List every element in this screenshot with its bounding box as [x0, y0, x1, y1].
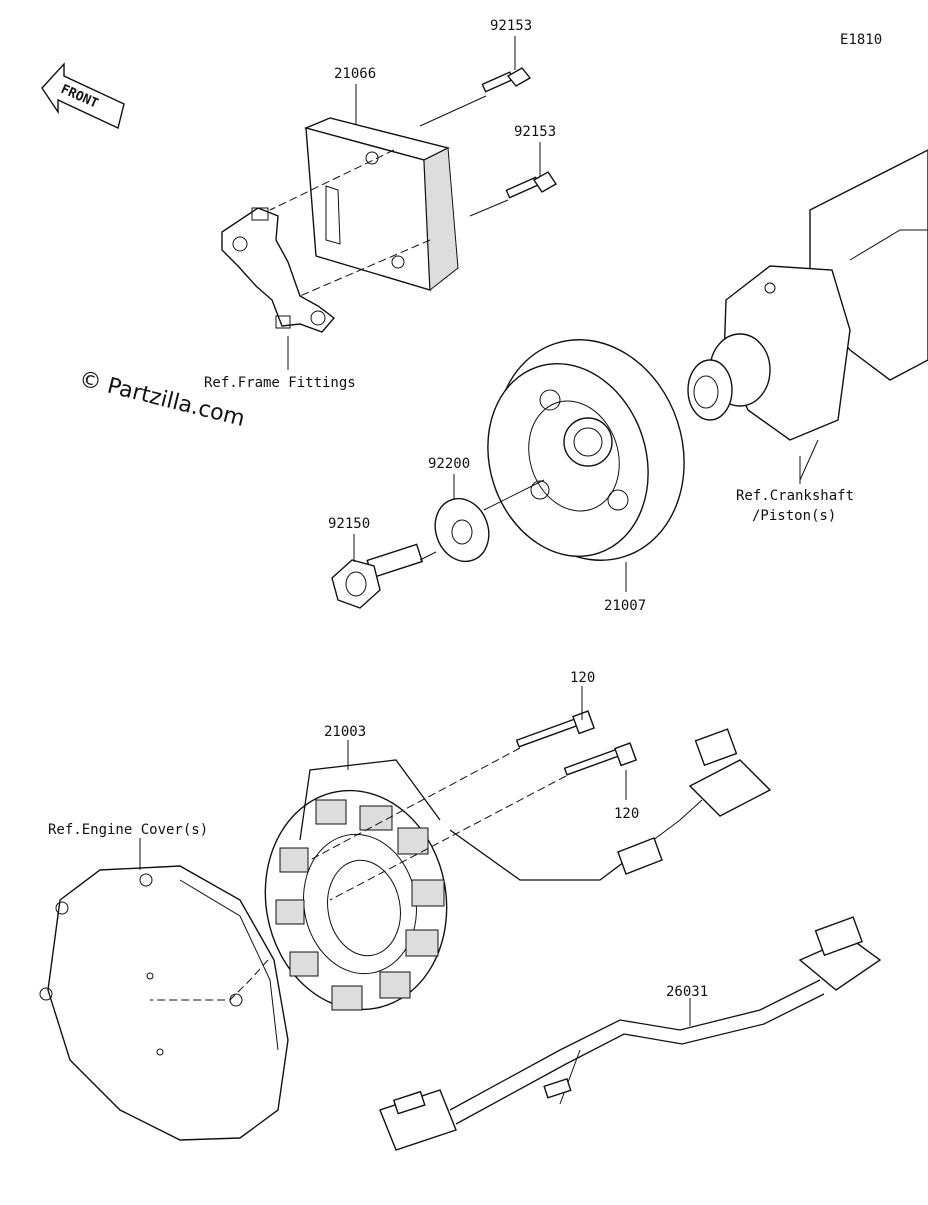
- crankshaft-reference-part: [687, 149, 928, 481]
- label-ref-frame-fittings: Ref.Frame Fittings: [204, 375, 356, 391]
- screw-120-lower: [563, 742, 638, 776]
- label-92153-lower: 92153: [514, 124, 556, 140]
- label-120-lower: 120: [614, 806, 639, 822]
- stator-connector-part: [617, 728, 772, 875]
- bolt-92150-part: [331, 543, 424, 609]
- flywheel-rotor-part: [487, 339, 685, 561]
- label-26031: 26031: [666, 984, 708, 1000]
- label-92200: 92200: [428, 456, 470, 472]
- wiring-harness-part: [379, 916, 882, 1151]
- diagram-code: E1810: [840, 32, 882, 48]
- label-21003: 21003: [324, 724, 366, 740]
- label-92150: 92150: [328, 516, 370, 532]
- label-92153-upper: 92153: [490, 18, 532, 34]
- label-ref-crankshaft: Ref.Crankshaft: [736, 488, 854, 504]
- label-ref-engine-cover: Ref.Engine Cover(s): [48, 822, 208, 838]
- screw-120-upper: [515, 710, 596, 748]
- bolt-92153-lower: [505, 171, 557, 199]
- frame-bracket-part: [221, 207, 336, 333]
- regulator-rectifier-part: [303, 117, 459, 291]
- bolt-92153-upper: [481, 67, 532, 93]
- engine-cover-reference-part: [39, 865, 289, 1141]
- label-120-upper: 120: [570, 670, 595, 686]
- stator-part: [264, 759, 703, 1011]
- label-21007: 21007: [604, 598, 646, 614]
- label-21066: 21066: [334, 66, 376, 82]
- washer-92200-part: [434, 497, 490, 563]
- label-ref-piston: /Piston(s): [752, 508, 836, 524]
- front-arrow-icon: FRONT: [41, 62, 125, 129]
